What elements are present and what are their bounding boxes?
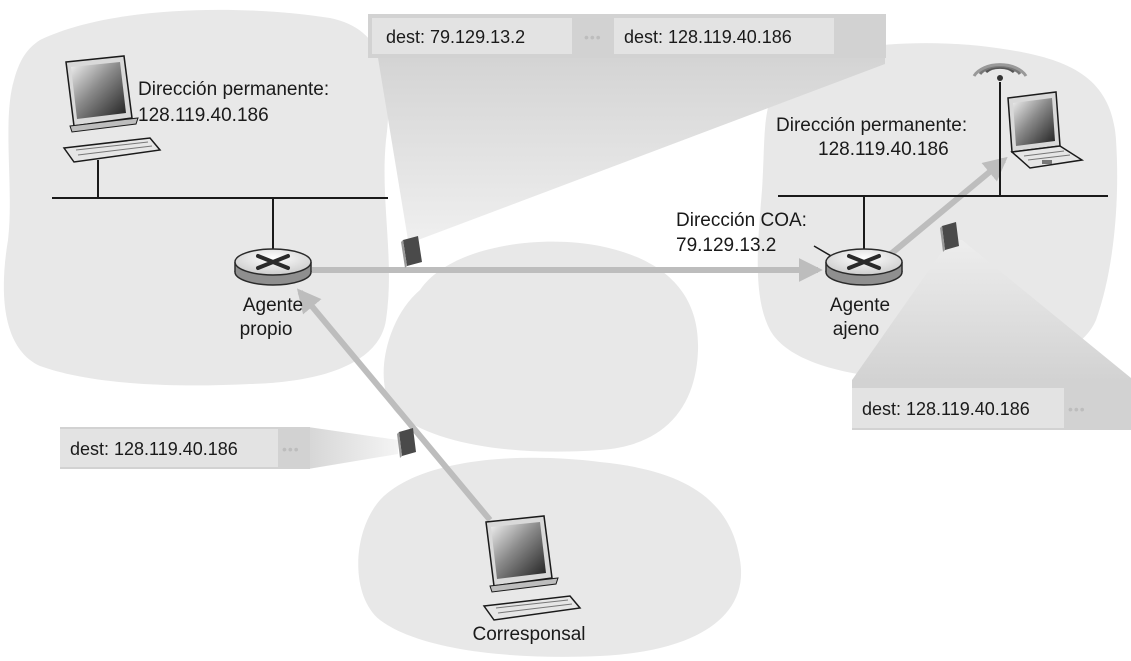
mobile-laptop-icon xyxy=(1007,91,1085,169)
tunnel-ellipsis: ••• xyxy=(584,29,602,45)
tunnel-outer-dest: dest: 79.129.13.2 xyxy=(386,27,525,47)
home-host-address-value: 128.119.40.186 xyxy=(138,105,269,126)
wireless-signal-icon xyxy=(972,63,1028,81)
foreign-agent-label-line2: ajeno xyxy=(833,319,880,340)
correspondent-packet-header: dest: 128.119.40.186 ••• xyxy=(60,427,310,469)
foreign-to-mobile-arrow xyxy=(884,156,1008,261)
delivered-packet-icon xyxy=(940,222,959,252)
delivered-packet-header: dest: 128.119.40.186 ••• xyxy=(852,384,1131,430)
home-host-address-label: Dirección permanente: xyxy=(138,79,329,100)
home-agent-label-line2: propio xyxy=(240,319,293,340)
delivered-packet-beam xyxy=(852,240,1131,392)
home-host-computer-icon xyxy=(62,55,162,163)
coa-label: Dirección COA: xyxy=(676,210,807,231)
internet-cloud xyxy=(383,241,699,452)
mobile-address-value: 128.119.40.186 xyxy=(818,139,949,160)
tunnel-packet-icon xyxy=(401,236,422,268)
delivered-ellipsis: ••• xyxy=(1068,401,1086,417)
home-agent-router-icon xyxy=(234,248,312,286)
home-agent-label-line1: Agente xyxy=(243,295,303,316)
coa-value: 79.129.13.2 xyxy=(676,235,776,256)
correspondent-packet-beam xyxy=(308,427,398,469)
foreign-agent-label-line1: Agente xyxy=(830,295,890,316)
correspondent-dest: dest: 128.119.40.186 xyxy=(70,439,238,459)
correspondent-ellipsis: ••• xyxy=(282,441,300,457)
tunnel-inner-dest: dest: 128.119.40.186 xyxy=(624,27,792,47)
correspondent-label: Corresponsal xyxy=(473,624,586,645)
delivered-dest: dest: 128.119.40.186 xyxy=(862,399,1030,419)
mobile-address-label: Dirección permanente: xyxy=(776,115,967,136)
foreign-agent-router-icon xyxy=(825,248,903,286)
tunnel-packet-beam xyxy=(378,58,885,240)
correspondent-computer-icon xyxy=(482,515,582,621)
correspondent-to-home-arrow xyxy=(296,288,493,522)
correspondent-packet-icon xyxy=(397,428,416,458)
tunnel-packet-header: dest: 79.129.13.2 ••• dest: 128.119.40.1… xyxy=(368,14,886,58)
